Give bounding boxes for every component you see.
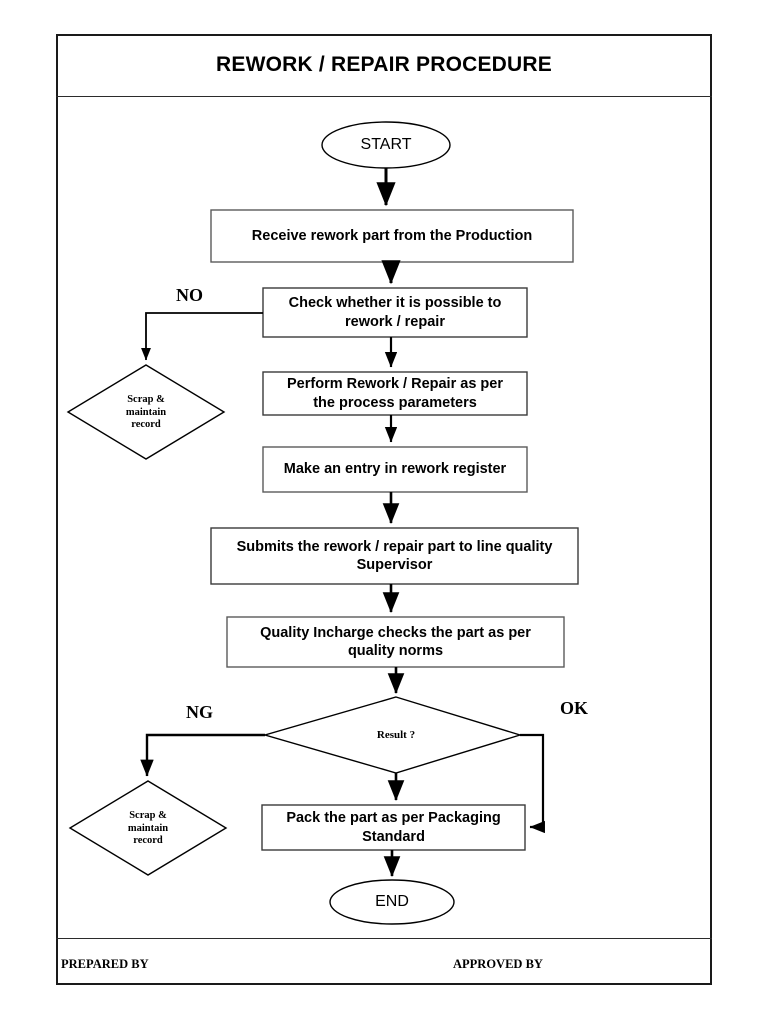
scrap-top-line1: Scrap &: [127, 394, 165, 406]
node-pack-label: Pack the part as per Packaging Standard: [262, 805, 525, 850]
node-result-label: Result ?: [376, 729, 416, 741]
node-perform-label: Perform Rework / Repair as per the proce…: [263, 372, 527, 415]
node-pack-line2: Standard: [362, 828, 425, 845]
node-register-label: Make an entry in rework register: [283, 461, 507, 478]
scrap-top-line3: record: [131, 419, 161, 431]
node-inspect-label: Quality Incharge checks the part as per …: [227, 617, 564, 667]
node-receive-label: Receive rework part from the Production: [251, 227, 533, 244]
node-pack-shape: [261, 804, 526, 851]
node-inspect-line2: quality norms: [347, 643, 444, 659]
node-submit-line1: Submits the rework / repair part to line…: [236, 538, 553, 555]
prepared-by-label: PREPARED BY: [61, 957, 149, 971]
node-check-shape: [262, 287, 528, 338]
scrap-bottom-line2: maintain: [127, 822, 169, 834]
page-title: REWORK / REPAIR PROCEDURE: [216, 53, 552, 76]
branch-label-ng: NG: [186, 702, 213, 722]
node-scrap-bottom-shape: [68, 780, 228, 876]
edge-result-to-pack: [520, 733, 545, 834]
footer-band: PREPARED BY APPROVED BY: [56, 938, 712, 985]
node-check-line1: Check whether it is possible to: [288, 295, 502, 312]
node-inspect-line1: Quality Incharge checks the part as per: [260, 624, 531, 641]
branch-label-no: NO: [176, 285, 203, 305]
node-perform-shape: [262, 371, 528, 416]
node-register-shape: [262, 446, 528, 493]
node-submit-shape: [210, 527, 579, 585]
scrap-bottom-line3: record: [133, 835, 163, 847]
node-submit-line2: Supervisor: [356, 557, 433, 573]
node-start-label: START: [360, 136, 412, 153]
node-perform-line1: Perform Rework / Repair as per: [287, 376, 503, 393]
approved-by-label: APPROVED BY: [453, 957, 543, 971]
node-scrap-top-label: Scrap & maintain record: [88, 386, 204, 440]
node-end-shape: [329, 879, 455, 925]
node-scrap-bottom-label: Scrap & maintain record: [90, 802, 206, 856]
node-scrap-top-shape: [66, 364, 226, 460]
node-pack-line1: Pack the part as per Packaging: [286, 810, 501, 827]
title-band: REWORK / REPAIR PROCEDURE: [56, 34, 712, 97]
node-end-label: END: [375, 893, 409, 910]
node-check-label: Check whether it is possible to rework /…: [263, 288, 527, 337]
edge-result-to-scrap-bottom: [140, 733, 265, 777]
branch-label-ok: OK: [560, 698, 589, 718]
node-check-line2: rework / repair: [345, 313, 445, 330]
scrap-top-line2: maintain: [125, 406, 167, 418]
node-perform-line2: the process parameters: [313, 394, 477, 411]
node-submit-label: Submits the rework / repair part to line…: [211, 528, 578, 584]
edge-check-to-scrap-top: [140, 312, 263, 361]
scrap-bottom-line1: Scrap &: [129, 810, 167, 822]
